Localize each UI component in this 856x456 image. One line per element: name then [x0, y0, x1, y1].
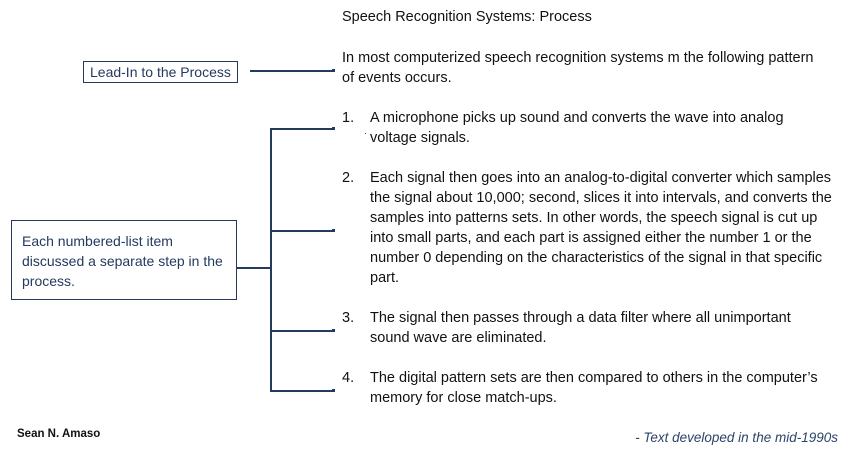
bracket-stem-line [237, 267, 271, 269]
intro-paragraph: In most computerized speech recognition … [342, 50, 814, 86]
page-title: Speech Recognition Systems: Process [342, 9, 592, 25]
connector-endpoint [332, 127, 335, 130]
list-item: 4. The digital pattern sets are then com… [342, 368, 832, 408]
list-item-text: A microphone picks up sound and converts… [370, 110, 784, 146]
list-item: 3. The signal then passes through a data… [342, 308, 832, 348]
list-item: 2. Each signal then goes into an analog-… [342, 168, 832, 288]
lead-in-callout: Lead-In to the Process [83, 61, 238, 83]
list-item: 1. A microphone picks up sound and conve… [342, 108, 832, 148]
connector-endpoint [332, 329, 335, 332]
list-item-text: Each signal then goes into an analog-to-… [370, 170, 832, 286]
list-item-number: 4. [342, 370, 355, 386]
numbered-list-callout: Each numbered-list item discussed a sepa… [11, 220, 237, 300]
list-item-number: 1. [342, 110, 355, 126]
author-credit: Sean N. Amaso [17, 428, 101, 440]
lead-in-connector-line [250, 70, 333, 72]
list-item-number: 3. [342, 310, 355, 326]
bracket-branch-line [270, 128, 333, 130]
list-item-text: The signal then passes through a data fi… [370, 310, 791, 346]
connector-endpoint [332, 229, 335, 232]
stray-mark [365, 133, 366, 134]
list-item-text: The digital pattern sets are then compar… [370, 370, 818, 406]
bracket-vertical-line [270, 128, 272, 391]
bracket-branch-line [270, 390, 333, 392]
connector-endpoint [332, 389, 335, 392]
footer-note: - Text developed in the mid-1990s [635, 430, 838, 445]
bracket-branch-line [270, 230, 333, 232]
connector-endpoint [332, 69, 335, 72]
bracket-branch-line [270, 330, 333, 332]
list-item-number: 2. [342, 170, 355, 186]
